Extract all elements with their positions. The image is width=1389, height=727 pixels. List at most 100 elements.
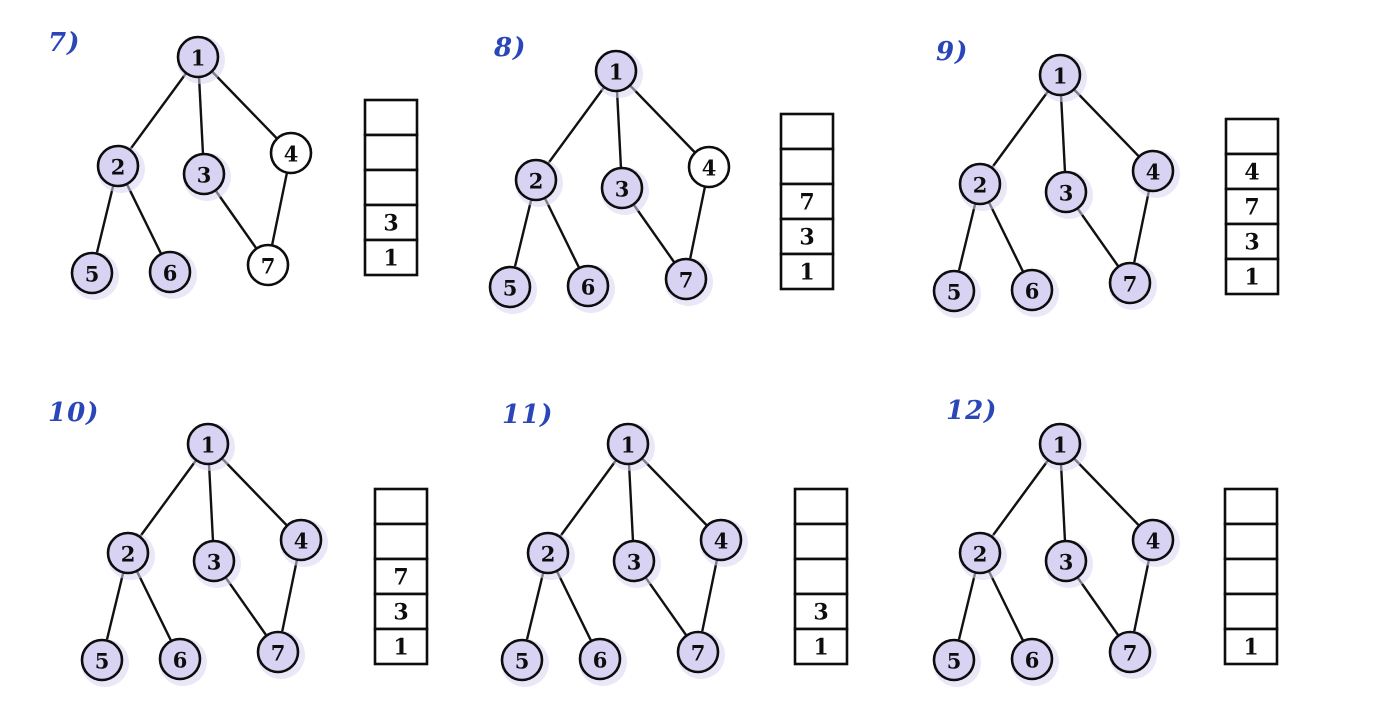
graph-node-6[interactable]: 6 [1010,637,1059,686]
stack-cell[interactable] [793,627,849,666]
graph-node-1[interactable]: 1 [186,422,235,471]
graph-node-6[interactable]: 6 [1010,268,1059,317]
graph-node-7[interactable]: 7 [1108,261,1157,310]
stack-cell[interactable] [793,522,849,561]
graph-node-7[interactable]: 7 [676,630,725,679]
stack-cell[interactable] [363,168,419,207]
node-label: 1 [1053,64,1068,89]
graph-node-4[interactable]: 4 [687,145,731,189]
stack-cell[interactable] [373,627,429,666]
stack-cell-value: 3 [393,600,408,626]
stack-cell[interactable] [1223,592,1279,631]
stack-cell[interactable] [793,487,849,526]
stack-cell[interactable] [1224,187,1280,226]
node-label: 4 [1146,529,1161,554]
graph-node-4[interactable]: 4 [269,131,313,175]
graph-node-2[interactable]: 2 [526,531,575,580]
stack-cell[interactable] [793,592,849,631]
graph-node-3[interactable]: 3 [1044,170,1093,219]
node-label: 6 [163,261,178,286]
stack-cell[interactable] [779,252,835,291]
graph-node-7[interactable]: 7 [246,243,290,287]
graph-node-3[interactable]: 3 [1044,539,1093,588]
stack-cell-value: 1 [1244,265,1259,291]
stack-cell[interactable] [1224,117,1280,156]
graph-node-1[interactable]: 1 [594,49,643,98]
node-label: 7 [1123,272,1138,297]
graph-node-2[interactable]: 2 [96,144,145,193]
graph-node-6[interactable]: 6 [566,264,615,313]
graph-node-5[interactable]: 5 [488,265,537,314]
node-circle-visited [186,422,230,466]
node-label: 4 [714,529,729,554]
stack-cell[interactable] [363,133,419,172]
stack-cell[interactable] [1223,627,1279,666]
stack-cell[interactable] [1223,557,1279,596]
graph-node-7[interactable]: 7 [1108,630,1157,679]
node-label: 5 [947,649,962,674]
node-circle-visited [664,257,708,301]
graph-node-2[interactable]: 2 [958,531,1007,580]
graph-node-3[interactable]: 3 [182,152,231,201]
node-label: 3 [197,163,212,188]
graph-node-1[interactable]: 1 [1038,422,1087,471]
graph-node-3[interactable]: 3 [600,166,649,215]
graph-node-5[interactable]: 5 [932,269,981,318]
stack-cell[interactable] [373,487,429,526]
graph-node-5[interactable]: 5 [80,638,129,687]
stack-cell[interactable] [373,592,429,631]
node-circle-visited [600,166,644,210]
graph-node-2[interactable]: 2 [958,162,1007,211]
graph-node-5[interactable]: 5 [500,638,549,687]
stack-column: 31 [363,98,419,277]
stack-cell[interactable] [779,182,835,221]
graph-node-5[interactable]: 5 [70,251,119,300]
graph-node-3[interactable]: 3 [192,539,241,588]
graph-node-7[interactable]: 7 [664,257,713,306]
stack-cell[interactable] [1224,257,1280,296]
graph-node-4[interactable]: 4 [1131,518,1180,567]
stack-cell-value: 1 [799,260,814,286]
node-label: 6 [1025,279,1040,304]
stack-column: 31 [793,487,849,666]
stack-cell[interactable] [1223,522,1279,561]
stack-cell[interactable] [779,217,835,256]
graph-node-4[interactable]: 4 [1131,149,1180,198]
graph-node-4[interactable]: 4 [279,518,328,567]
graph-node-6[interactable]: 6 [158,637,207,686]
graph-node-1[interactable]: 1 [176,35,225,84]
graph-node-5[interactable]: 5 [932,638,981,687]
node-label: 6 [1025,648,1040,673]
graph-node-3[interactable]: 3 [612,539,661,588]
graph-drawing: 1 2 3 4 5 6 7 [70,35,313,300]
stack-cell[interactable] [373,522,429,561]
node-label: 2 [121,542,136,567]
graph-node-1[interactable]: 1 [1038,53,1087,102]
node-circle-visited [1044,539,1088,583]
stack-cell[interactable] [793,557,849,596]
graph-node-2[interactable]: 2 [514,158,563,207]
node-circle-visited [578,637,622,681]
stack-column: 731 [373,487,429,666]
stack-cell[interactable] [373,557,429,596]
stack-cell[interactable] [1223,487,1279,526]
graph-node-2[interactable]: 2 [106,531,155,580]
node-circle-visited [1010,268,1054,312]
stack-cell[interactable] [363,98,419,137]
graph-node-7[interactable]: 7 [256,630,305,679]
node-label: 3 [1059,181,1074,206]
graph-node-6[interactable]: 6 [578,637,627,686]
node-label: 5 [515,649,530,674]
node-circle-visited [488,265,532,309]
graph-node-1[interactable]: 1 [606,422,655,471]
stack-cell[interactable] [779,112,835,151]
stack-cell[interactable] [363,238,419,277]
graph-node-6[interactable]: 6 [148,250,197,299]
graph-node-4[interactable]: 4 [699,518,748,567]
stack-cell[interactable] [779,147,835,186]
stack-cell[interactable] [1224,222,1280,261]
